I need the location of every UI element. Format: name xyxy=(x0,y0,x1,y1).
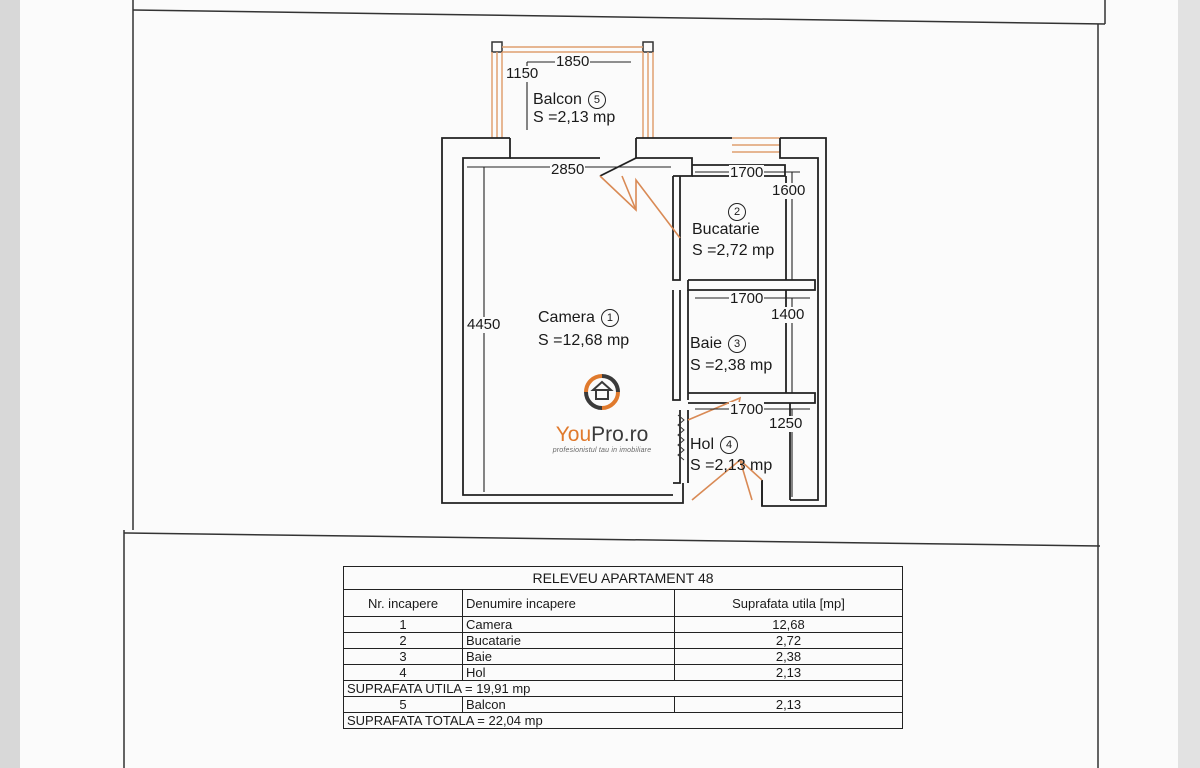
room-number-badge: 4 xyxy=(720,436,739,454)
cell-area: 2,72 xyxy=(674,632,903,649)
room-label-balcon: Balcon 5 S =2,13 mp xyxy=(533,91,615,127)
room-label-bucatarie: 2 Bucatarie S =2,72 mp xyxy=(692,203,774,260)
cell-nr: 1 xyxy=(343,616,463,633)
grand-total: SUPRAFATA TOTALA = 22,04 mp xyxy=(343,712,903,729)
grand-total-row: SUPRAFATA TOTALA = 22,04 mp xyxy=(343,712,903,729)
room-area: S =2,72 mp xyxy=(692,242,775,260)
room-number-badge: 5 xyxy=(587,91,606,109)
room-number-badge: 2 xyxy=(728,203,746,221)
utila-total: SUPRAFATA UTILA = 19,91 mp xyxy=(343,680,903,697)
door-swings xyxy=(599,175,763,501)
table-header-row: Nr. incapere Denumire incapere Suprafata… xyxy=(343,589,903,617)
cell-nr: 4 xyxy=(343,664,463,681)
cell-name: Bucatarie xyxy=(462,632,675,649)
col-header-nr: Nr. incapere xyxy=(343,589,463,617)
room-number-badge: 3 xyxy=(728,335,747,353)
dim-hol-width: 1700 xyxy=(729,401,765,418)
cell-nr: 5 xyxy=(343,696,463,713)
walls xyxy=(441,137,827,507)
cell-nr: 2 xyxy=(343,632,463,649)
dim-hol-depth: 1250 xyxy=(768,415,804,432)
page-edge-right xyxy=(1178,0,1200,768)
table-row: 2 Bucatarie 2,72 xyxy=(343,632,903,649)
house-target-icon xyxy=(584,374,620,410)
camera-door-zigzag xyxy=(677,414,685,461)
room-area: S =12,68 mp xyxy=(538,332,630,350)
room-name: Hol xyxy=(690,436,715,454)
room-name: Baie xyxy=(690,335,723,353)
cell-name: Baie xyxy=(462,648,675,665)
logo-wordmark: YouPro.ro xyxy=(555,423,649,446)
cell-area: 2,13 xyxy=(674,664,903,681)
page-frame xyxy=(123,0,1106,768)
table-row: 3 Baie 2,38 xyxy=(343,648,903,665)
dim-baie-width: 1700 xyxy=(729,290,765,307)
balcony-frame xyxy=(491,41,780,153)
cell-name: Camera xyxy=(462,616,675,633)
youpro-logo: YouPro.ro profesionistul tau in imobilia… xyxy=(543,368,661,454)
table-row-balcon: 5 Balcon 2,13 xyxy=(343,696,903,713)
cell-nr: 3 xyxy=(343,648,463,665)
col-header-denumire: Denumire incapere xyxy=(462,589,675,617)
page-edge-left xyxy=(0,0,20,768)
dim-bucatarie-width: 1700 xyxy=(729,164,765,181)
cell-area: 2,38 xyxy=(674,648,903,665)
room-number-badge: 1 xyxy=(600,309,619,327)
dim-balcon-width: 1850 xyxy=(555,53,591,70)
cell-area: 12,68 xyxy=(674,616,903,633)
table-title: RELEVEU APARTAMENT 48 xyxy=(343,566,903,590)
room-name: Balcon xyxy=(533,91,582,109)
releveu-table: RELEVEU APARTAMENT 48 Nr. incapere Denum… xyxy=(343,566,903,729)
dim-camera-height: 4450 xyxy=(466,316,502,333)
room-area: S =2,38 mp xyxy=(690,357,773,375)
room-label-camera: Camera 1 S =12,68 mp xyxy=(538,309,629,350)
cell-area: 2,13 xyxy=(674,696,903,713)
dim-balcon-depth: 1150 xyxy=(505,65,540,82)
room-name: Camera xyxy=(538,309,595,327)
col-header-suprafata: Suprafata utila [mp] xyxy=(674,589,903,617)
room-area: S =2,13 mp xyxy=(533,109,616,127)
table-row: 4 Hol 2,13 xyxy=(343,664,903,681)
room-area: S =2,13 mp xyxy=(690,457,773,475)
dim-bucatarie-depth: 1600 xyxy=(771,182,807,199)
cell-name: Balcon xyxy=(462,696,675,713)
room-label-hol: Hol 4 S =2,13 mp xyxy=(690,436,772,475)
utila-total-row: SUPRAFATA UTILA = 19,91 mp xyxy=(343,680,903,697)
dim-camera-width: 2850 xyxy=(550,161,586,178)
logo-tagline: profesionistul tau in imobiliare xyxy=(552,447,652,454)
room-label-baie: Baie 3 S =2,38 mp xyxy=(690,335,772,375)
dim-baie-depth: 1400 xyxy=(770,306,806,323)
table-row: 1 Camera 12,68 xyxy=(343,616,903,633)
cell-name: Hol xyxy=(462,664,675,681)
room-name: Bucatarie xyxy=(692,221,760,239)
